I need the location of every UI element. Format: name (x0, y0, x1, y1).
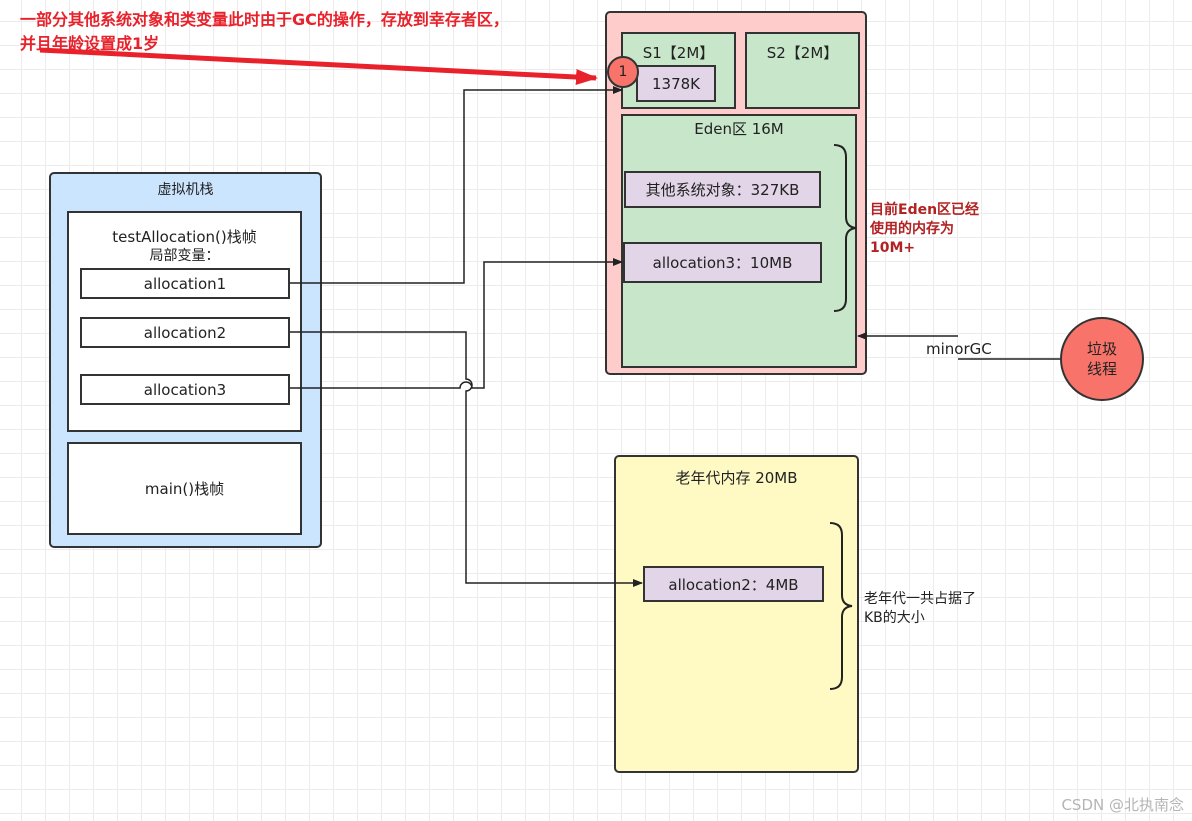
top-annotation-line2: 并且年龄设置成1岁 (20, 34, 160, 53)
old-object-allocation2: allocation2：4MB (643, 566, 824, 602)
eden-space: Eden区 16M (621, 114, 857, 368)
old-generation-note-line2: KB的大小 (864, 610, 925, 626)
allocation3-variable: allocation3 (80, 374, 290, 405)
allocation2-variable: allocation2 (80, 317, 290, 348)
gc-thread: 垃圾 线程 (1060, 317, 1144, 401)
old-generation-note: 老年代一共占据了 KB的大小 (864, 590, 976, 628)
watermark: CSDN @北执南念 (1061, 796, 1184, 814)
age-badge: 1 (607, 56, 639, 88)
top-annotation-line1: 一部分其他系统对象和类变量此时由于GC的操作，存放到幸存者区， (20, 10, 509, 29)
eden-object-allocation3: allocation3：10MB (623, 242, 822, 283)
old-generation-title: 老年代内存 20MB (675, 469, 798, 487)
s2-survivor: S2【2M】 (745, 32, 860, 109)
allocation2-connector (290, 331, 643, 587)
main-frame: main()栈帧 (67, 442, 302, 535)
s2-survivor-title: S2【2M】 (766, 44, 839, 62)
eden-usage-note-line2: 使用的内存为 (870, 221, 954, 237)
eden-space-title: Eden区 16M (694, 120, 784, 138)
eden-usage-note: 目前Eden区已经 使用的内存为 10M+ (870, 201, 979, 258)
allocation3-connector (290, 258, 623, 389)
old-generation-note-line1: 老年代一共占据了 (864, 591, 976, 607)
test-allocation-frame-title: testAllocation()栈帧 (112, 228, 257, 246)
eden-usage-note-line1: 目前Eden区已经 (870, 202, 980, 218)
minor-gc-label: minorGC (926, 340, 992, 358)
s1-object: 1378K (636, 65, 716, 102)
gc-thread-line1: 垃圾 (1086, 340, 1117, 358)
local-variables-label: 局部变量： (149, 248, 220, 264)
allocation1-variable: allocation1 (80, 268, 290, 299)
eden-usage-note-line3: 10M+ (870, 240, 916, 256)
eden-object-system: 其他系统对象：327KB (624, 171, 821, 208)
allocation1-connector (290, 86, 623, 284)
old-generation: 老年代内存 20MB (614, 455, 859, 773)
top-annotation: 一部分其他系统对象和类变量此时由于GC的操作，存放到幸存者区， 并且年龄设置成1… (20, 8, 509, 56)
s1-survivor-title: S1【2M】 (642, 44, 715, 62)
vm-stack-title: 虚拟机栈 (157, 182, 214, 198)
gc-thread-line2: 线程 (1086, 360, 1117, 378)
